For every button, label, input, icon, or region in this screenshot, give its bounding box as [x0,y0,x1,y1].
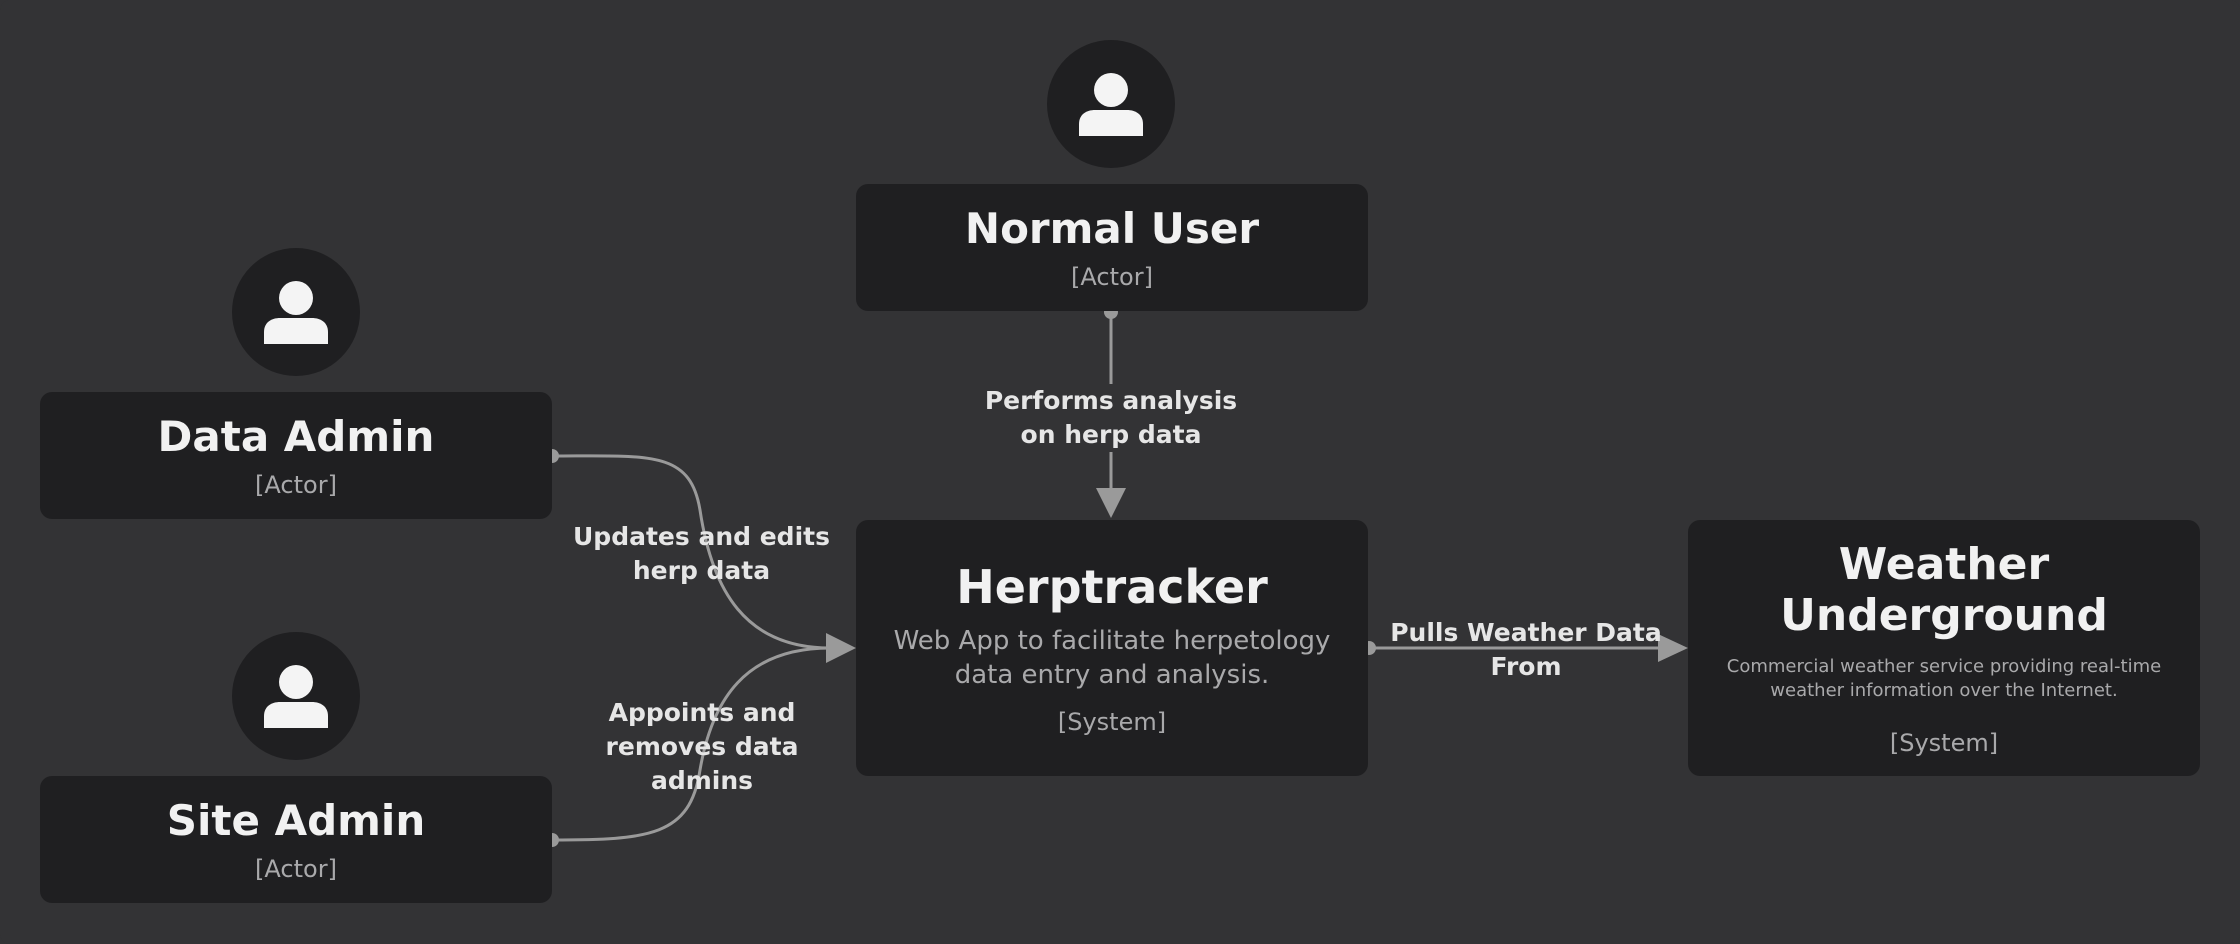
node-tag: [Actor] [255,471,337,499]
node-tag: [System] [1889,729,1999,757]
person-icon [264,665,328,728]
node-name: Normal User [964,204,1260,253]
person-icon [1079,73,1143,136]
node-name: Site Admin [166,796,426,845]
node-tag: [System] [1057,708,1167,736]
edge-label-user-to-app: Performs analysis on herp data [960,384,1262,452]
data-admin-node[interactable]: Data Admin [Actor] [40,392,552,519]
herptracker-node[interactable]: Herptracker Web App to facilitate herpet… [856,520,1368,776]
node-name: Herptracker [956,560,1268,614]
normal-user-node[interactable]: Normal User [Actor] [856,184,1368,311]
site-admin-avatar [232,632,360,760]
node-description: Web App to facilitate herpetology data e… [893,626,1331,690]
edge-label-site-admin-to-app: Appoints and removes data admins [605,698,799,795]
node-name: Weather Underground [1780,539,2108,641]
data-admin-avatar [232,248,360,376]
weather-underground-node[interactable]: Weather Underground Commercial weather s… [1688,520,2200,776]
person-icon [264,281,328,344]
edge-label-data-admin-to-app: Updates and edits herp data [573,522,830,585]
node-description: Commercial weather service providing rea… [1726,656,2162,701]
normal-user-avatar [1047,40,1175,168]
node-name: Data Admin [157,412,435,461]
edge-label-app-to-weather: Pulls Weather Data From [1390,618,1662,681]
node-tag: [Actor] [1071,263,1153,291]
site-admin-node[interactable]: Site Admin [Actor] [40,776,552,903]
node-tag: [Actor] [255,855,337,883]
